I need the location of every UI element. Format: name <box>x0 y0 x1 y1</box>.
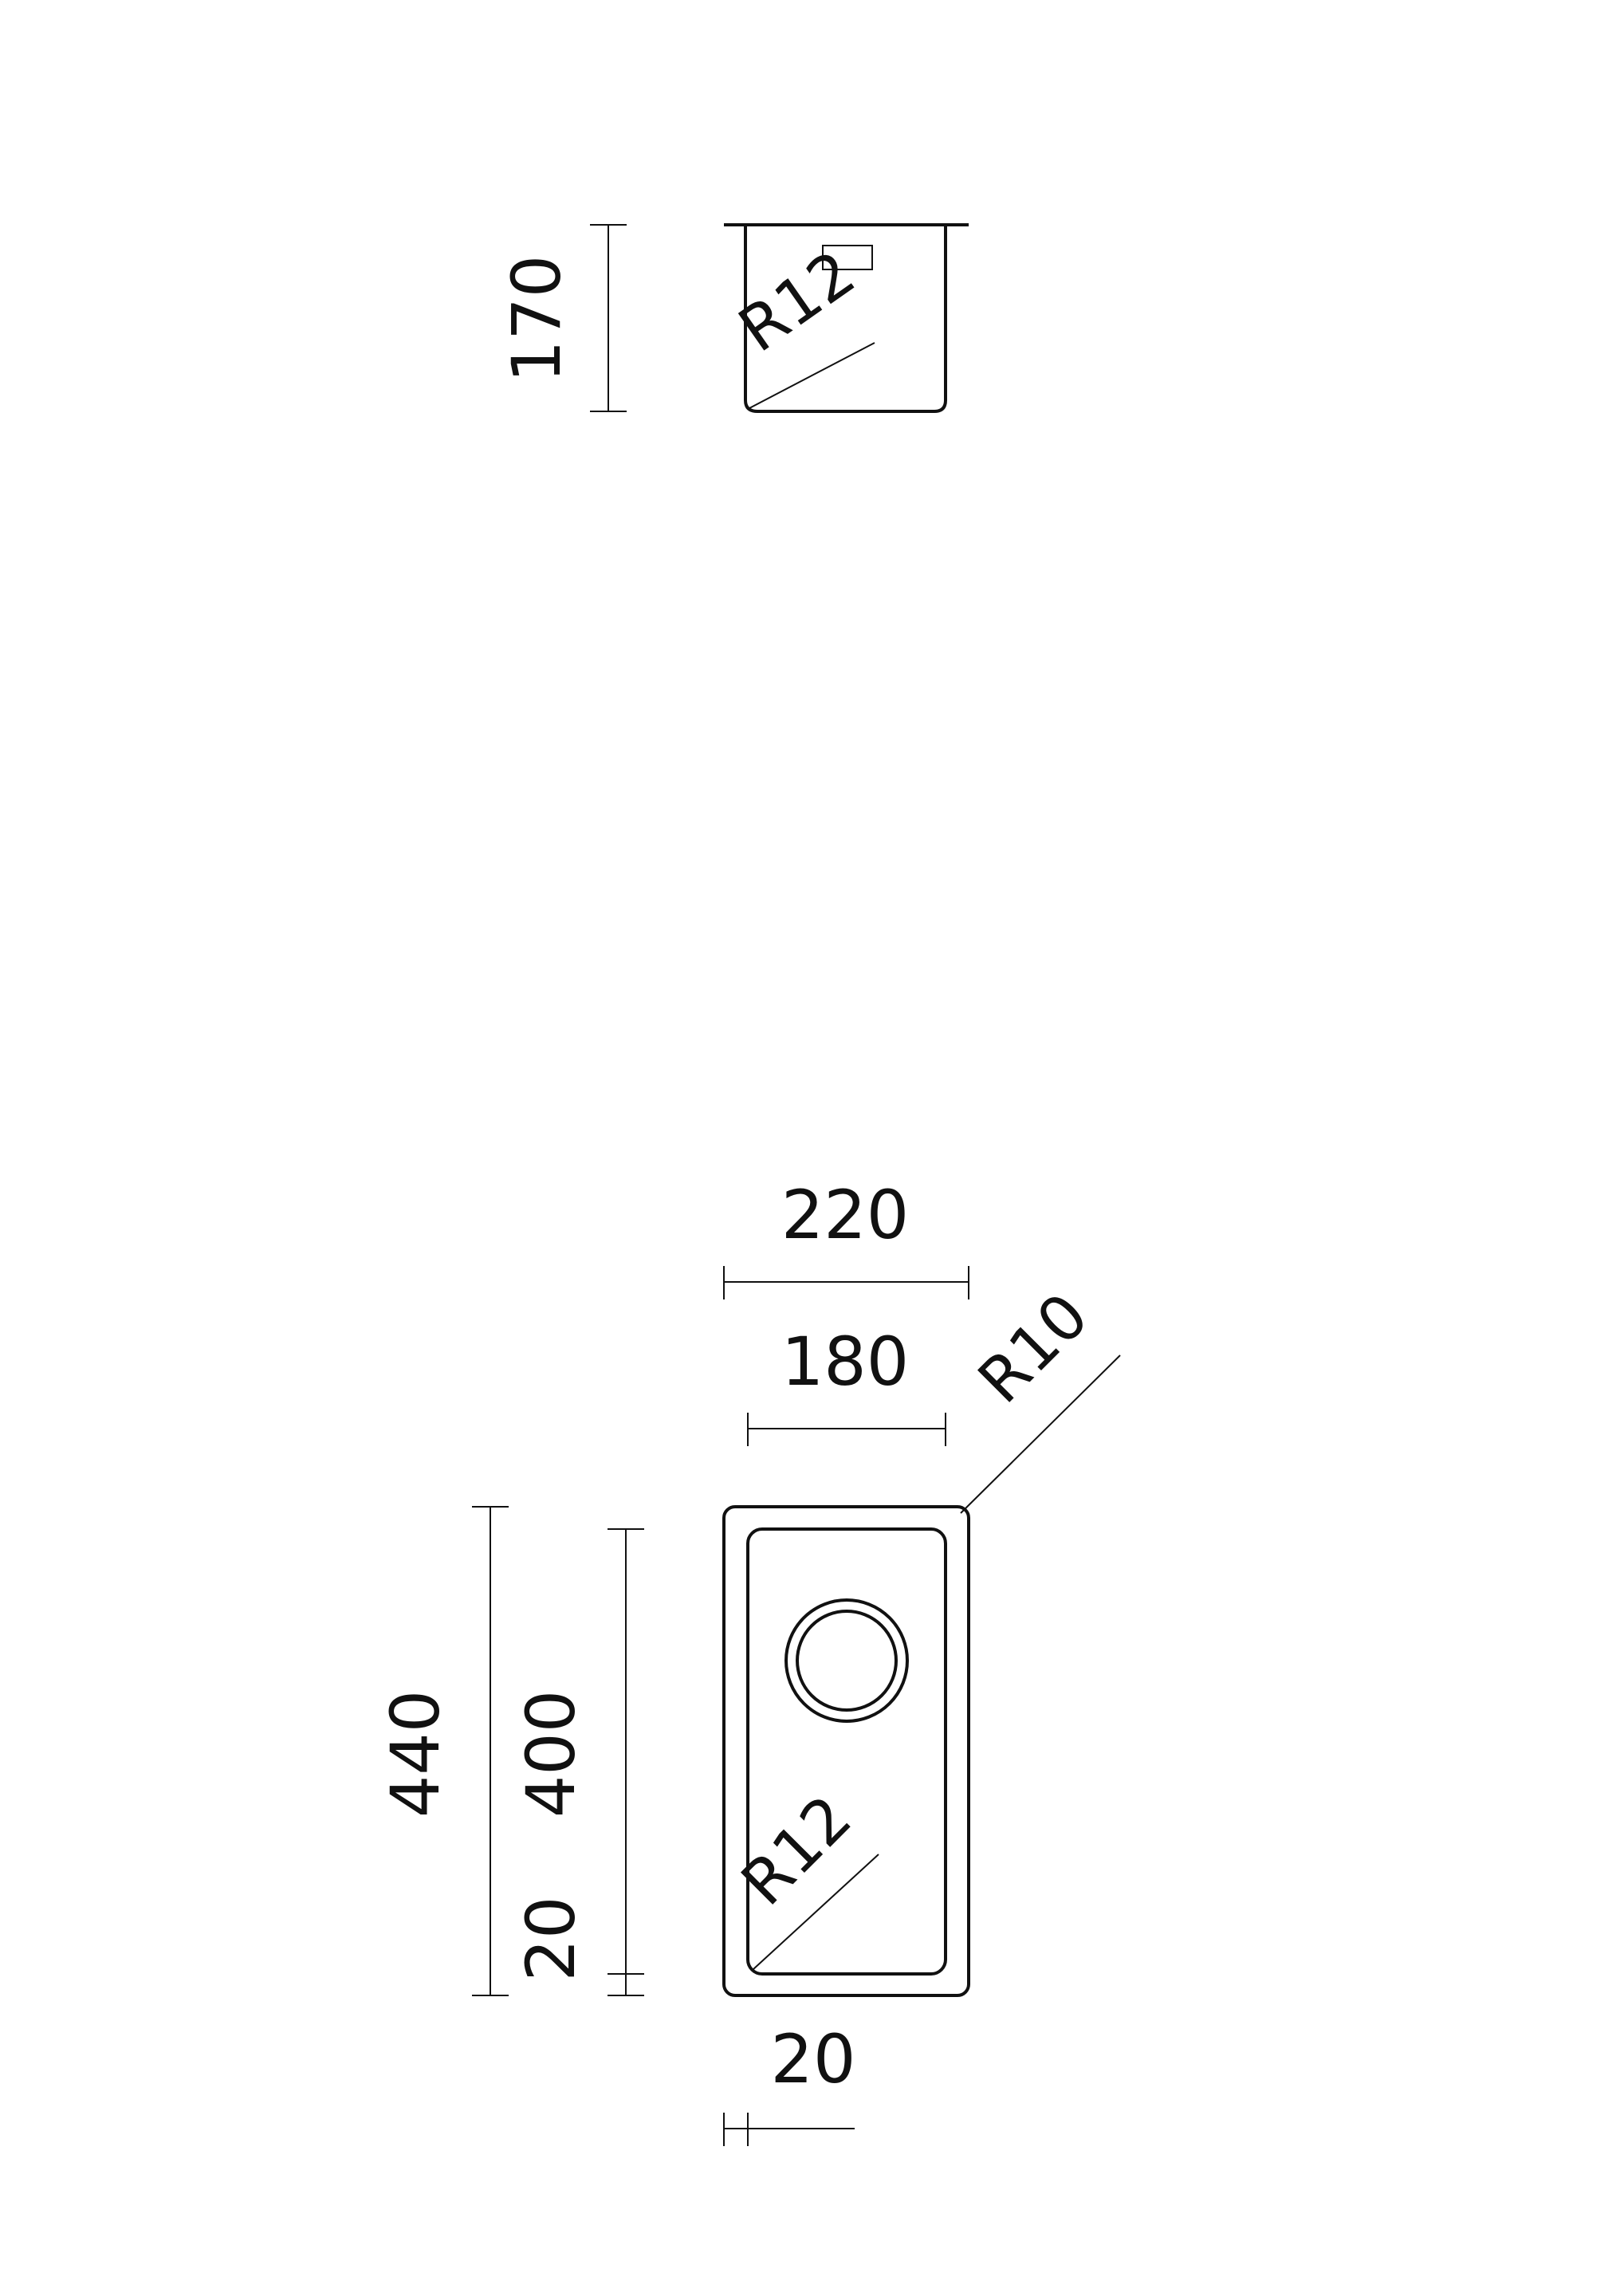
outer-radius-label: R10 <box>965 1280 1103 1417</box>
inner-height-dimension <box>608 1528 644 1996</box>
sink-outer-rim <box>722 1505 970 1997</box>
drain-inner-ring <box>796 1610 898 1712</box>
outer-height-label: 440 <box>376 1690 454 1818</box>
side-radius-leader <box>749 342 875 409</box>
inner-width-dimension <box>747 1413 946 1446</box>
inner-height-label: 400 <box>512 1690 590 1818</box>
outer-width-label: 220 <box>781 1176 909 1254</box>
overflow-slot <box>822 245 873 270</box>
side-radius-label: R12 <box>726 238 867 367</box>
inner-width-label: 180 <box>781 1323 909 1401</box>
sink-inner-bowl <box>746 1527 947 1976</box>
side-profile <box>724 223 969 413</box>
outer-width-dimension <box>723 1266 969 1299</box>
sink-outline <box>722 1505 970 1997</box>
side-height-dimension <box>590 224 627 412</box>
outer-radius-leader <box>960 1354 1121 1514</box>
outer-height-dimension <box>472 1506 509 1996</box>
top-view: 220 180 R10 440 400 <box>376 1176 1121 2146</box>
left-offset-label: 20 <box>771 2020 856 2098</box>
bottom-offset-label: 20 <box>512 1897 590 1982</box>
left-offset-dimension <box>723 2113 855 2146</box>
drain-outer-ring <box>784 1598 909 1723</box>
side-height-label: 170 <box>497 255 576 383</box>
side-view: 170 R12 <box>497 223 969 413</box>
bowl-radius-leader <box>753 1854 879 1970</box>
